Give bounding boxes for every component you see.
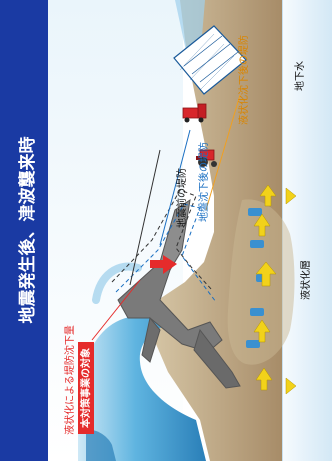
label-liquefied-layer: 液状化層 xyxy=(299,260,312,300)
groundwater-arrows xyxy=(285,187,297,395)
tsunami-sea xyxy=(78,315,206,461)
levee-after-subsidence-outline xyxy=(115,203,217,303)
leader-after-liquefaction xyxy=(205,94,241,211)
levee-current xyxy=(117,198,241,389)
yellow-arrows xyxy=(253,184,277,391)
label-before-quake-levee: 地震前の堤防 xyxy=(175,168,188,228)
red-tractor-icon xyxy=(196,149,217,167)
groundwater-band xyxy=(282,0,332,461)
levee-before-quake-outline xyxy=(111,189,213,291)
label-after-liquefaction-levee: 液状化沈下後の堤防 xyxy=(237,35,250,125)
label-project-scope: 本対策事業の対象 xyxy=(79,348,92,428)
greenhouse-icon xyxy=(173,25,247,95)
leader-levee-subsidence xyxy=(91,279,141,341)
diagram-title: 地震発生後、津波襲来時 xyxy=(17,137,38,324)
project-scope-box xyxy=(78,342,94,434)
label-levee-subsidence-amount: 液状化による堤防沈下量 xyxy=(63,325,76,435)
red-truck-icon xyxy=(182,103,207,123)
liquefied-layer-zone xyxy=(227,199,295,365)
wave-crest xyxy=(92,262,142,304)
leader-after-subsidence xyxy=(159,129,191,246)
title-band xyxy=(0,0,48,461)
deep-water xyxy=(86,429,116,461)
label-groundwater: 地下水 xyxy=(293,61,306,91)
red-arrow-icon xyxy=(150,255,177,274)
label-after-subsidence-levee: 地盤沈下後の堤防 xyxy=(197,142,210,222)
leader-before-quake xyxy=(129,149,161,286)
